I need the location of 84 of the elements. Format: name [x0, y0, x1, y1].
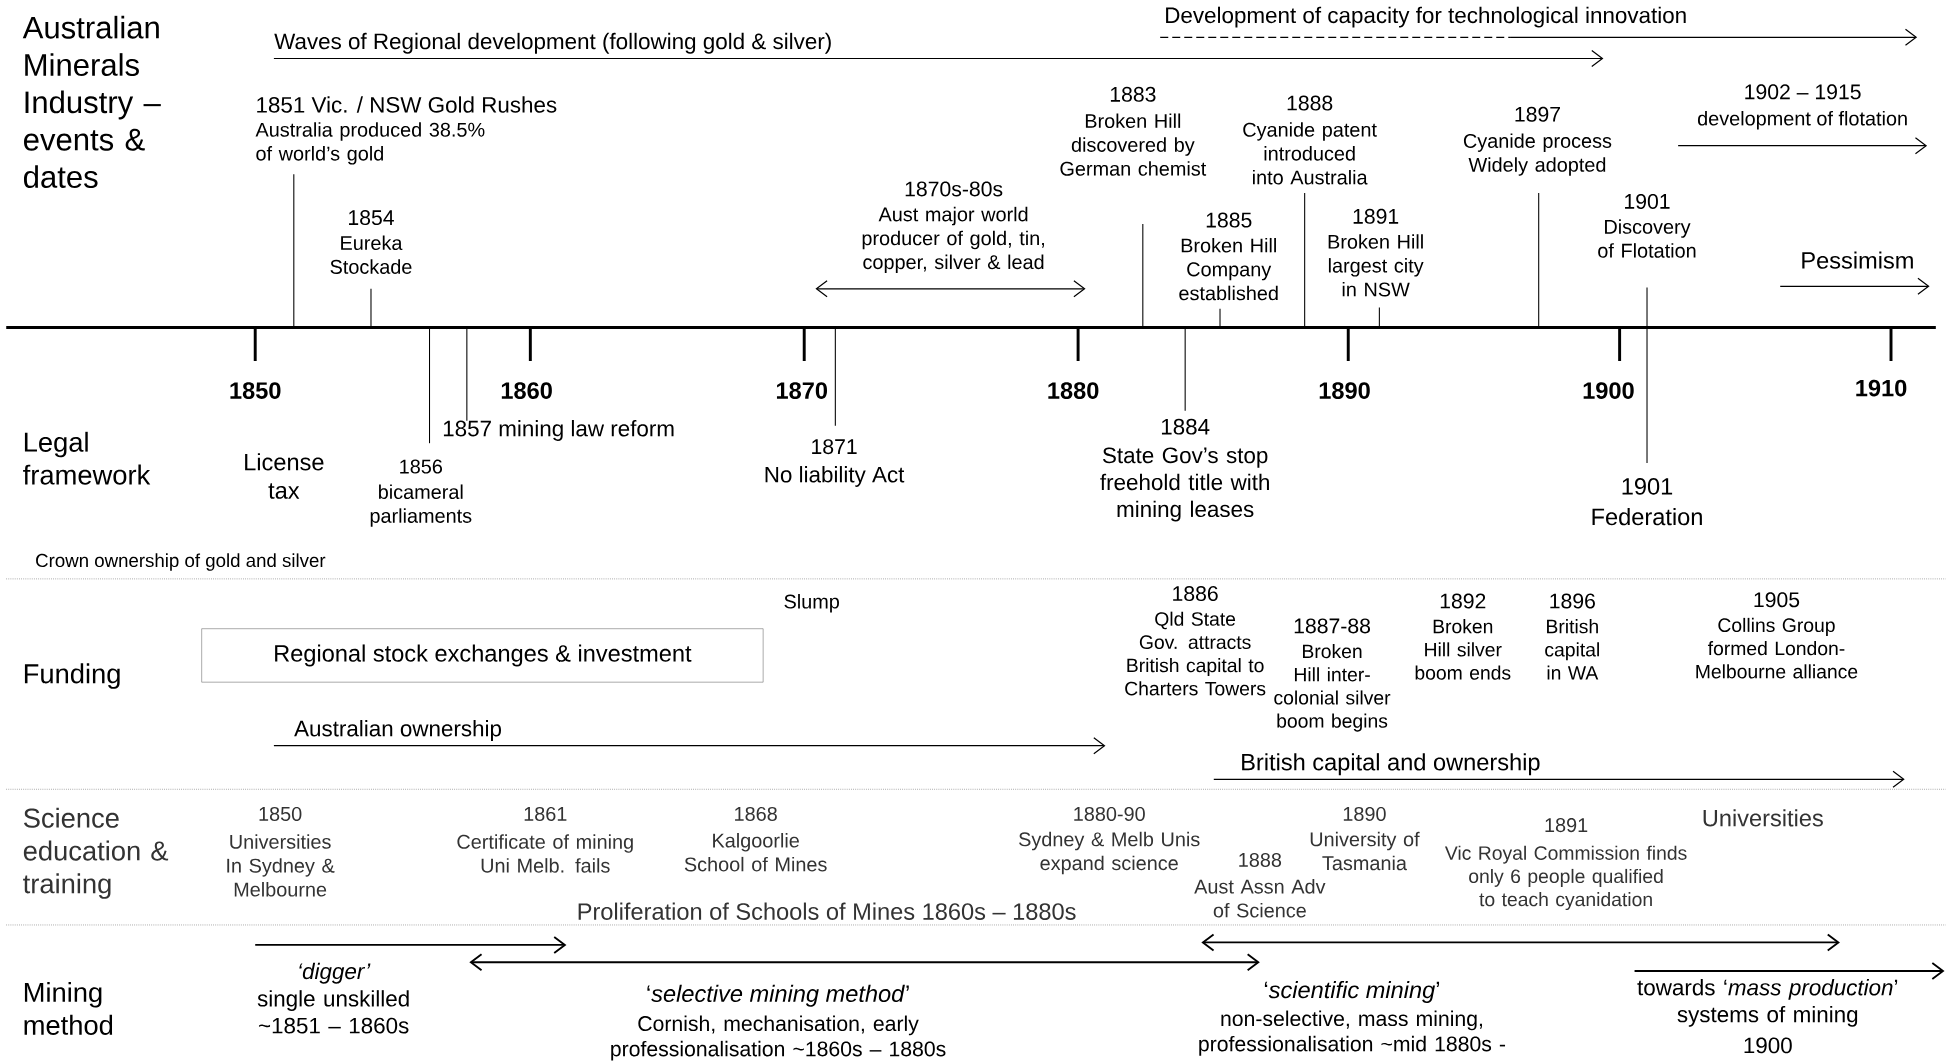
event-year: 1897	[1515, 106, 1560, 122]
event-description: Cyanide patent introduced into Australia	[1243, 122, 1377, 185]
event-description: Cornish, mechanisation, early professionalisation ~1860s – 1880s	[611, 1015, 946, 1061]
event-year: 1888	[1239, 852, 1282, 867]
row-heading: Mining method	[24, 981, 113, 1035]
event-year: 1868	[735, 806, 777, 821]
event-description: State Gov’s stop freehold title with mining leases	[1100, 447, 1269, 522]
row-heading: Funding	[24, 663, 120, 689]
period-label: Pessimism	[1802, 251, 1913, 269]
axis-year: 1870	[776, 382, 827, 399]
period-label: ‘digger’	[299, 962, 371, 984]
event-year: 1885	[1206, 212, 1252, 228]
event-description: non-selective, mass mining, professionalisation ~mid 1880s -	[1199, 1010, 1506, 1056]
event-year: 1901	[1625, 193, 1670, 209]
event-year: 1887-88	[1294, 618, 1370, 634]
event-year: 1883	[1110, 86, 1156, 102]
event-description: Sydney & Melb Unis expand science	[1019, 831, 1200, 874]
event-year: 1884	[1161, 418, 1210, 435]
event-year: 1890	[1343, 806, 1386, 821]
period-label: Universities	[1703, 809, 1823, 827]
event-description: License tax	[245, 452, 324, 499]
event-description: Qld State Gov. attracts British capital to Charters Towers	[1125, 611, 1266, 696]
event-description: Broken Hill Company established	[1179, 237, 1278, 301]
period-label: Proliferation of Schools of Mines 1860s – 1880s	[578, 902, 1076, 920]
event-description: Universities In Sydney & Melbourne	[227, 834, 335, 897]
event-description: Australia produced 38.5% of world’s gold	[255, 122, 485, 165]
event-description: 1900	[1744, 1037, 1792, 1054]
event-year: 1892	[1440, 593, 1486, 609]
event-year: 1891	[1353, 208, 1399, 224]
event-description: Certificate of mining Uni Melb. fails	[457, 834, 633, 873]
event-description: Broken Hill largest city in NSW	[1328, 234, 1424, 297]
axis-year: 1880	[1048, 382, 1099, 399]
period-label: Waves of Regional development (following gold & silver)	[274, 32, 831, 54]
period-label: ‘scientific mining’	[1264, 980, 1440, 1003]
period-label: towards ‘mass production’ systems of mining	[1637, 978, 1898, 1027]
event-year: 1854	[349, 209, 394, 225]
period-label: Development of capacity for technological innovation	[1166, 6, 1686, 28]
axis-year: 1860	[501, 382, 552, 399]
event-description: British capital in WA	[1545, 618, 1599, 680]
axis-year: 1890	[1319, 382, 1370, 399]
event-description: Kalgoorlie School of Mines	[684, 832, 827, 872]
event-year: 1856	[400, 459, 442, 474]
event-year: 1861	[524, 806, 567, 821]
event-year: 1902 – 1915	[1745, 84, 1861, 100]
row-heading: Australian Minerals Industry – events & dates	[22, 15, 161, 188]
event-description: development of flotation	[1698, 110, 1907, 130]
event-description: 1857 mining law reform	[443, 419, 674, 441]
event-description: University of Tasmania	[1310, 831, 1420, 870]
event-description: Cyanide process Widely adopted	[1463, 133, 1612, 176]
event-year: 1850	[259, 806, 302, 821]
event-year: 1851 Vic. / NSW Gold Rushes	[257, 96, 557, 113]
event-description: Vic Royal Commission finds only 6 people qualified to teach cyanidation	[1444, 845, 1687, 910]
event-description: Discovery of Flotation	[1598, 219, 1696, 258]
event-description: Federation	[1592, 507, 1702, 526]
axis-year: 1910	[1856, 379, 1907, 397]
event-year: 1901	[1622, 477, 1673, 495]
event-description: Aust major world producer of gold, tin, copper, silver & lead	[862, 206, 1044, 273]
row-heading: Legal framework	[23, 431, 151, 485]
event-year: 1870s-80s	[905, 181, 1003, 197]
event-description: Broken Hill silver boom ends	[1415, 618, 1511, 680]
event-year: 1896	[1550, 593, 1595, 609]
event-year: 1886	[1173, 585, 1218, 601]
axis-year: 1900	[1583, 382, 1634, 399]
event-description: single unskilled ~1851 – 1860s	[257, 990, 409, 1034]
event-year: 1905	[1754, 592, 1800, 608]
text-box: Regional stock exchanges & investment	[201, 628, 764, 683]
event-description: No liability Act	[765, 465, 905, 487]
note: Slump	[784, 593, 839, 613]
axis-year: 1850	[230, 382, 281, 399]
event-description: bicameral parliaments	[370, 484, 472, 527]
event-description: Broken Hill discovered by German chemist	[1060, 113, 1207, 176]
period-label: Australian ownership	[294, 719, 501, 741]
period-label: British capital and ownership	[1242, 752, 1540, 775]
event-year: 1880-90	[1074, 806, 1145, 821]
event-description: Eureka Stockade	[330, 235, 412, 274]
row-heading: Science education & training	[23, 807, 169, 899]
event-year: 1871	[812, 438, 857, 454]
event-description: Broken Hill inter-colonial silver boom begins	[1274, 643, 1391, 732]
event-year: 1888	[1287, 95, 1333, 111]
event-description: Aust Assn Adv of Science	[1194, 878, 1326, 918]
event-description: Collins Group formed London-Melbourne alliance	[1696, 617, 1858, 679]
event-year: 1891	[1545, 817, 1588, 832]
note: Crown ownership of gold and silver	[36, 553, 326, 571]
period-label: ‘selective mining method’	[647, 984, 909, 1007]
